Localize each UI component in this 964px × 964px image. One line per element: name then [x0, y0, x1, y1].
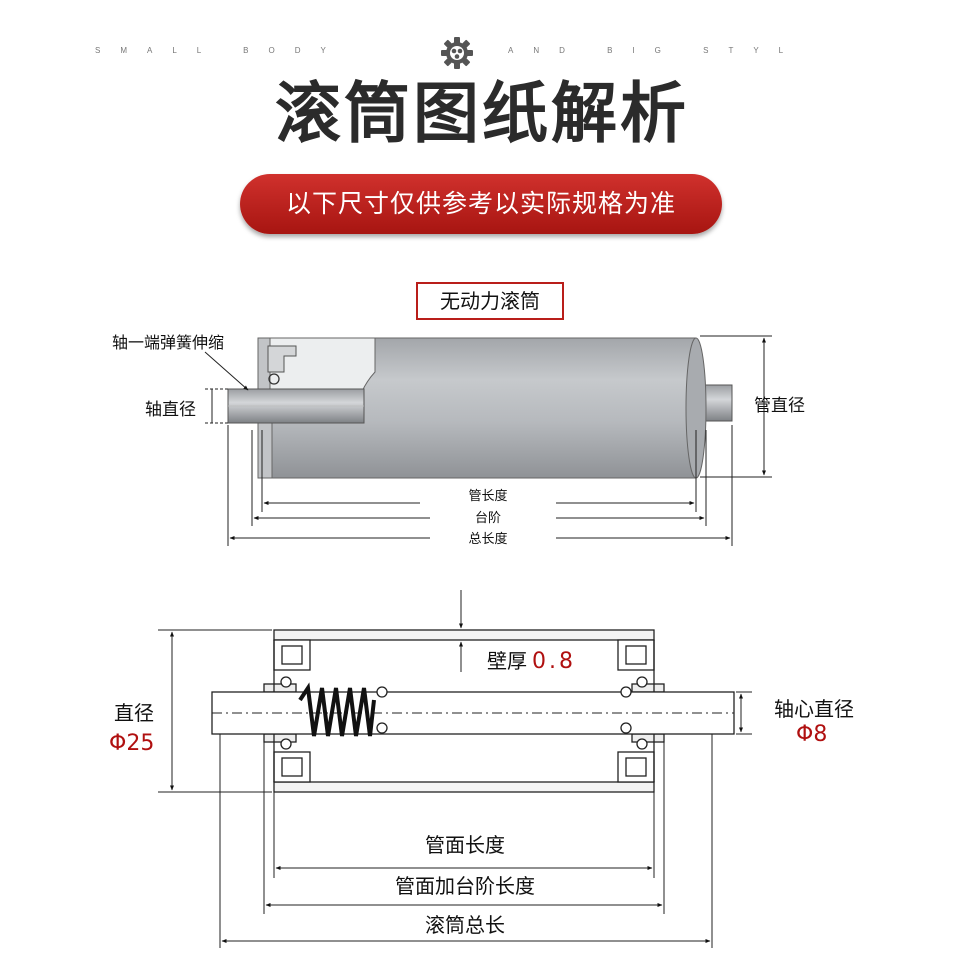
face-length-label: 管面长度 — [425, 833, 505, 857]
spring-note-label: 轴一端弹簧伸缩 — [112, 333, 224, 352]
diameter-value: Φ25 — [109, 731, 154, 756]
wall-thickness-label: 壁厚 — [487, 649, 527, 673]
axle-diameter-value: Φ8 — [796, 722, 827, 747]
gear-icon — [441, 37, 473, 69]
wall-thickness-value: 0.8 — [532, 649, 576, 674]
diagram2-labels: 壁厚 0.8 直径 Φ25 轴心直径 Φ8 管面长度 管面加台阶长度 滚筒总长 — [109, 649, 854, 937]
roller-type-label: 无动力滚筒 — [416, 282, 564, 320]
roller-total-length-label: 滚筒总长 — [425, 913, 505, 937]
roller-cross-section — [211, 629, 735, 793]
shaft-diameter-label: 轴直径 — [145, 400, 196, 420]
total-length-label: 总长度 — [468, 531, 507, 547]
page-title: 滚筒图纸解析 — [275, 75, 689, 152]
step-label: 台阶 — [475, 511, 501, 526]
tube-length-label: 管长度 — [468, 488, 507, 504]
roller-3d-illustration — [227, 337, 733, 479]
diameter-label: 直径 — [114, 701, 154, 725]
diagram1-dimensions — [204, 335, 772, 546]
disclaimer-banner: 以下尺寸仅供参考以实际规格为准 — [240, 174, 722, 234]
tagline: SMALL BODY AND BIG STYL — [0, 46, 964, 60]
diagram1-labels: 轴一端弹簧伸缩 轴直径 管直径 管长度 台阶 总长度 — [112, 333, 805, 547]
axle-diameter-label: 轴心直径 — [774, 697, 854, 721]
tagline-left: SMALL BODY — [95, 46, 346, 55]
diagram2-dimensions — [158, 590, 752, 948]
tube-diameter-label: 管直径 — [754, 396, 805, 416]
face-step-length-label: 管面加台阶长度 — [395, 874, 535, 898]
tagline-right: AND BIG STYL — [508, 46, 804, 55]
